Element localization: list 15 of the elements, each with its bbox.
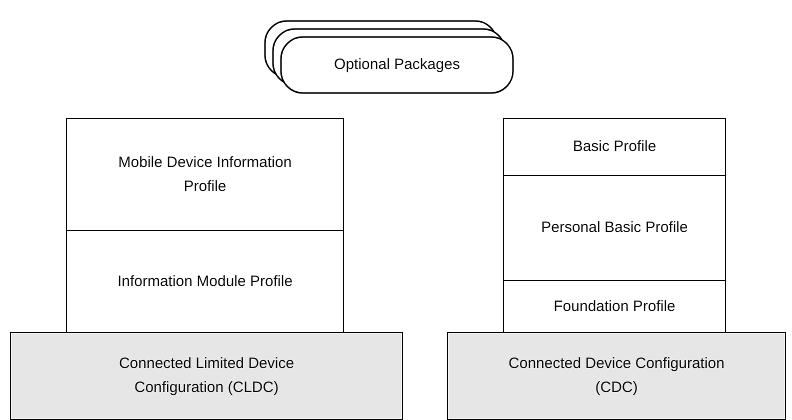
layer-label: Personal Basic Profile <box>540 218 689 238</box>
configuration-layer <box>447 332 786 420</box>
profile-layer <box>503 118 726 176</box>
layer-label: Mobile Device Information Profile <box>117 152 293 196</box>
configuration-layer <box>10 332 403 420</box>
layer-label: Connected Limited Device Configuration (CLDC) <box>118 354 296 398</box>
layer-label: Information Module Profile <box>116 272 294 292</box>
layer-label: Optional Packages <box>333 55 461 75</box>
layer-label: Basic Profile <box>572 137 658 157</box>
profile-layer <box>66 230 344 333</box>
profile-layer <box>66 118 344 231</box>
profile-layer <box>503 175 726 281</box>
profile-layer <box>503 280 726 333</box>
layer-label: Foundation Profile <box>552 296 676 316</box>
layer-label: Connected Device Configuration (CDC) <box>508 354 726 398</box>
